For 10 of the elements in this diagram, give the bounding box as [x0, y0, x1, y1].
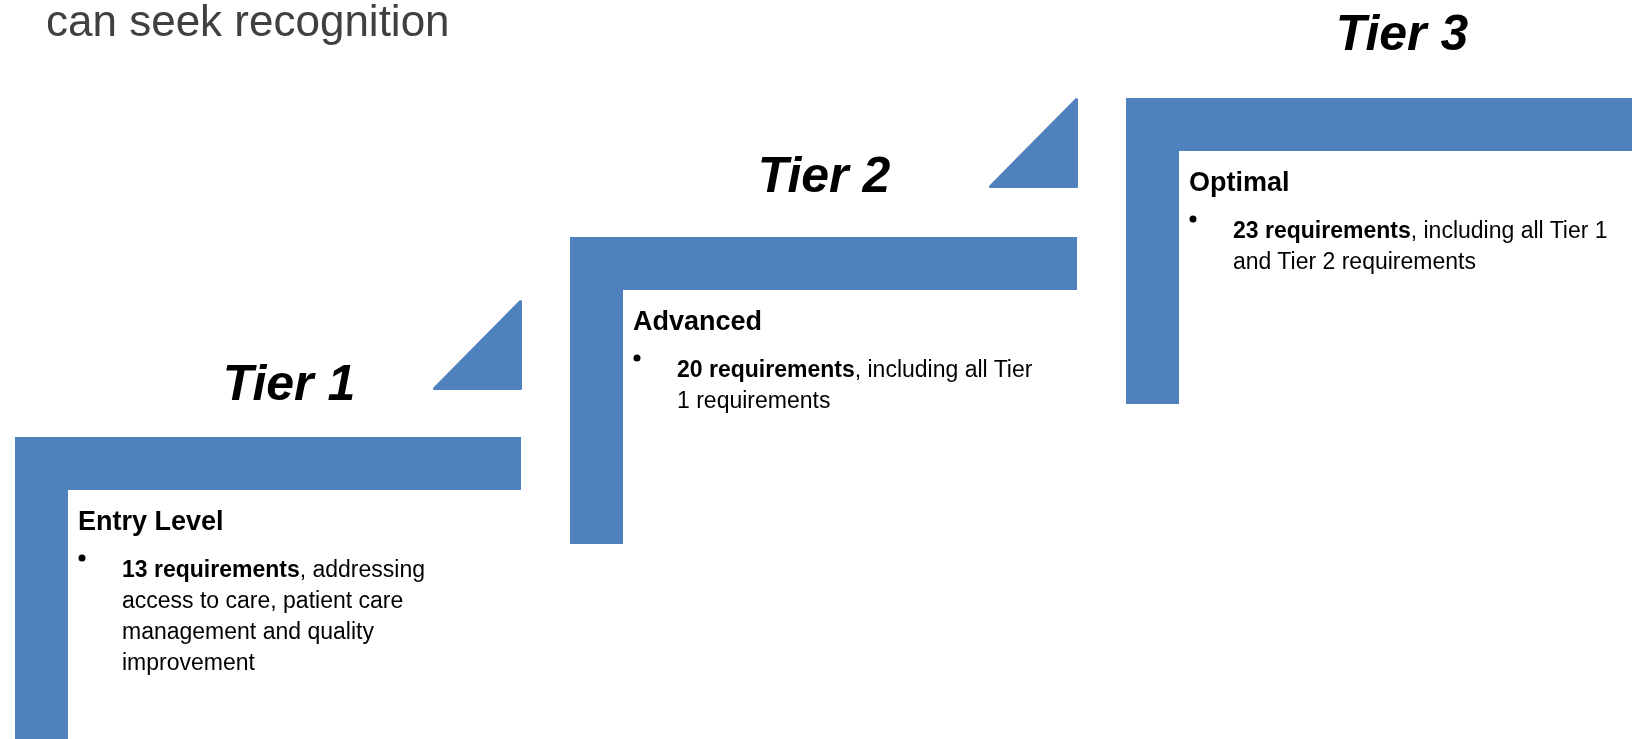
level-title: Advanced — [633, 305, 763, 338]
bullet-text: 13 requirements, addressing access to care, patient care management and quality improvement — [121, 555, 426, 677]
bullet-text: 20 requirements, including all Tier 1 requirements — [676, 355, 1033, 415]
bullet-text: 23 requirements, including all Tier 1 and Tier 2 requirements — [1232, 216, 1609, 276]
level-title: Entry Level — [78, 505, 224, 538]
tier-heading: Tier 3 — [1335, 4, 1469, 63]
level-title: Optimal — [1189, 166, 1290, 199]
tier-heading: Tier 1 — [222, 354, 356, 413]
heading-text: can seek recognition — [46, 0, 450, 46]
tier-heading: Tier 2 — [757, 146, 891, 205]
